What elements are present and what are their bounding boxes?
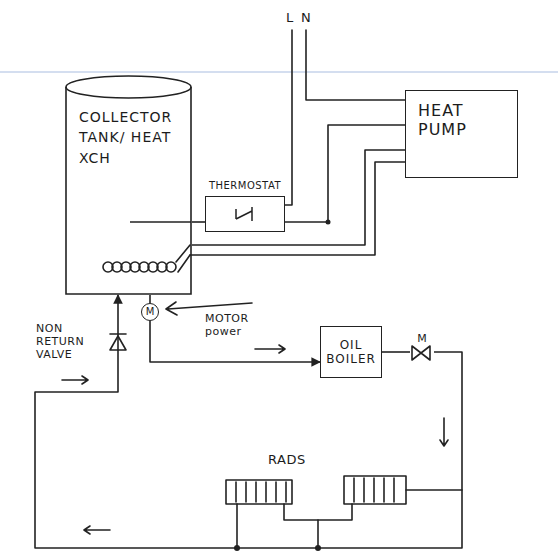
radiator-fins <box>236 482 286 502</box>
pipe-connector <box>192 150 405 245</box>
radiator-link <box>284 504 352 520</box>
pipe-connector <box>149 295 151 303</box>
radiator-fins <box>354 478 394 502</box>
coil-loop <box>166 262 176 272</box>
pipe-connector <box>35 295 462 548</box>
radiator-feed <box>406 489 462 491</box>
flow-arrow <box>255 345 285 353</box>
live-wire <box>283 30 292 205</box>
tank-top <box>66 76 191 98</box>
valve-label: NON RETURN VALVE <box>36 322 102 362</box>
pipe-connector <box>192 221 205 223</box>
ruled-line <box>0 72 558 73</box>
motor-valve: M <box>410 333 434 362</box>
coil-return <box>178 255 190 272</box>
node-text: HEAT PUMP <box>418 101 480 139</box>
valve-symbol <box>412 346 430 360</box>
heat-pump-box: HEAT PUMP <box>405 90 518 178</box>
neutral-wire <box>306 30 405 100</box>
pipe-connector <box>285 125 405 222</box>
switch-box <box>205 196 285 232</box>
thermostat: THERMOSTAT <box>205 180 285 232</box>
supply-label: L <box>286 10 298 26</box>
motor-power-label: MOTOR power <box>205 312 281 338</box>
oil-boiler-box: OIL BOILER <box>320 326 382 378</box>
switch-contact <box>236 207 252 221</box>
switch-symbol <box>206 197 284 231</box>
pipe-connector <box>382 351 410 353</box>
radiator-return <box>236 504 238 548</box>
flow-arrow <box>84 526 110 534</box>
motor-valve: M <box>141 303 159 321</box>
node-text: THERMOSTAT <box>205 180 285 192</box>
return-pipe <box>190 162 405 255</box>
radiator <box>344 476 406 504</box>
tank-outline <box>65 75 192 295</box>
tank-body <box>66 87 191 294</box>
radiator <box>226 480 292 504</box>
thermostat-probe <box>130 221 191 223</box>
node-text: COLLECTOR TANK/ HEAT XCH <box>79 107 182 168</box>
node-text: M <box>146 307 155 317</box>
flow-arrow <box>62 376 88 384</box>
node-text: OIL BOILER <box>325 338 377 367</box>
node-text: M <box>410 333 434 345</box>
collector-tank: COLLECTOR TANK/ HEAT XCH <box>65 75 192 295</box>
radiator-return <box>317 520 319 548</box>
flow-arrow <box>440 418 448 446</box>
coil-feed <box>176 245 190 262</box>
radiators-label: RADS <box>268 452 328 468</box>
supply-label: N <box>301 10 313 26</box>
